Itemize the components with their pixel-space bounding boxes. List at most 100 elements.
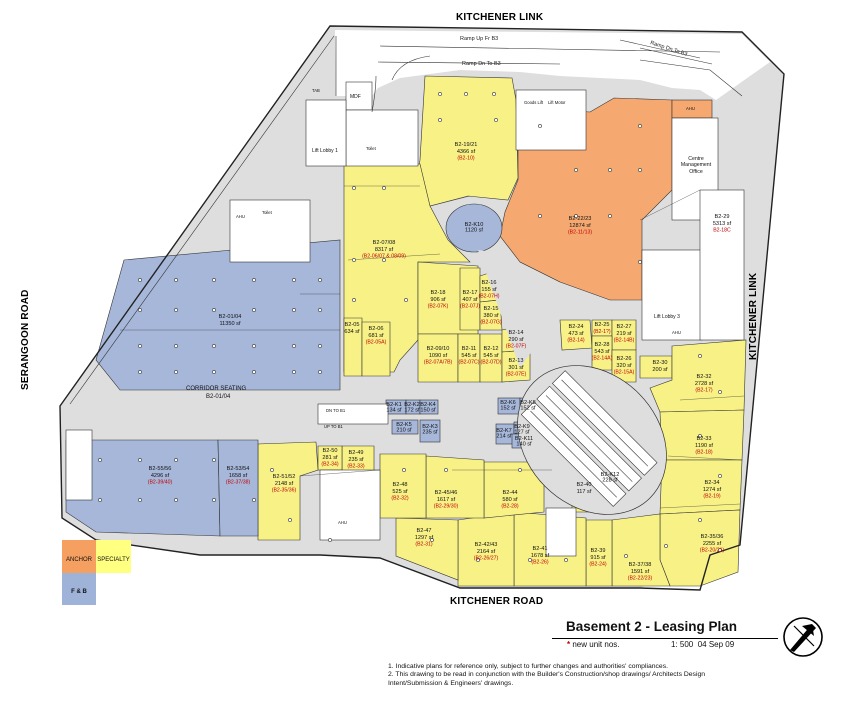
unit-b2-26[interactable]: [611, 349, 637, 383]
unit-id: B2-K7: [496, 428, 512, 434]
unit-area: 150 sf: [420, 408, 436, 414]
unit-area: 2148 sf: [275, 481, 294, 487]
kiosk-b2-k4[interactable]: [419, 399, 439, 415]
inner-wall: [69, 35, 337, 405]
unit-area: 545 sf: [461, 353, 477, 359]
toilet-north-label: Toilet: [366, 146, 377, 151]
unit-id: B2-01/04: [219, 314, 242, 320]
unit-new-number: (B2-19): [703, 494, 721, 500]
kiosk-b2-k5[interactable]: [391, 419, 419, 435]
unit-area: 172 sf: [404, 408, 420, 414]
ahu-south-label: AHU: [338, 520, 347, 525]
plan-title: Basement 2 - Leasing Plan: [566, 619, 738, 634]
unit-id: B2-34: [705, 480, 720, 486]
unit-new-number: (B2-14A): [592, 356, 613, 362]
unit-area: 580 sf: [502, 497, 518, 503]
unit-id: B2-K3: [422, 424, 438, 430]
unit-new-number: (B2-07G): [480, 320, 502, 326]
unit-area: 117 sf: [577, 489, 592, 495]
unit-area: 134 sf: [386, 408, 402, 414]
unit-id: B2-42/43: [475, 542, 498, 548]
unit-area: 473 sf: [568, 331, 584, 337]
unit-area: 155 sf: [481, 287, 497, 293]
unit-area: 915 sf: [590, 555, 606, 561]
date-label: 04 Sep 09: [697, 640, 735, 649]
unit-new-number: (B2-37/38): [226, 480, 251, 486]
toilet-west-label: Toilet: [262, 210, 273, 215]
unit-id: B2-24: [569, 324, 584, 330]
unit-area: 281 sf: [322, 455, 338, 461]
unit-area: 5313 sf: [713, 221, 732, 227]
ramp-curve: [371, 45, 743, 113]
note-2: 2. This drawing to be read in conjunctio…: [388, 671, 706, 679]
unit-area: 140 sf: [516, 442, 532, 448]
unit-b2-06[interactable]: [361, 321, 391, 377]
unit-id: B2-47: [417, 528, 432, 534]
unit-new-number: (B2-14): [567, 338, 585, 344]
structural-grid: [98, 92, 745, 562]
unit-id: B2-K10: [465, 222, 484, 228]
unit-id: B2-39: [591, 548, 606, 554]
unit-area: 681 sf: [368, 333, 384, 339]
unit-b2-53-54[interactable]: [217, 439, 259, 537]
unit-id: B2-K6: [500, 400, 516, 406]
unit-id: B2-06: [369, 326, 384, 332]
unit-b2-29[interactable]: [699, 189, 745, 341]
ramp-down-label: Ramp Dn To B3: [462, 61, 501, 67]
unit-id: B2-48: [393, 482, 408, 488]
unit-area: 219 sf: [616, 331, 632, 337]
unit-area: 1617 sf: [437, 497, 456, 503]
unit-id: B2-K8: [520, 400, 536, 406]
unit-area: 290 sf: [508, 337, 524, 343]
unit-area: 1678 sf: [531, 553, 550, 559]
unit-new-number: (B2-10): [457, 156, 475, 162]
unit-new-number: (B2-28): [501, 504, 519, 510]
ramp-area: [335, 30, 770, 100]
unit-new-number: (B2-31): [415, 542, 433, 548]
unit-area: 12874 sf: [569, 223, 591, 229]
unit-id: B2-15: [484, 306, 499, 312]
unit-id: B2-51/52: [273, 474, 296, 480]
unit-new-number: (B2-35/36): [272, 488, 297, 494]
unit-area: 1090 sf: [429, 353, 448, 359]
unit-area: 214 sf: [496, 434, 512, 440]
unit-area: 1190 sf: [695, 443, 713, 449]
unit-new-number: (B2-26/27): [474, 556, 499, 562]
unit-b2-47[interactable]: [395, 517, 459, 581]
new-units-text: new unit nos.: [572, 640, 620, 649]
unit-new-number: (B2-07J): [460, 304, 480, 310]
unit-id: B2-29: [715, 214, 730, 220]
legend-fb-swatch: [62, 573, 96, 605]
ahu-west-label: AHU: [236, 214, 245, 219]
lift-lobby-1: [305, 99, 347, 167]
unit-id: B2-49: [349, 450, 364, 456]
centre-office-label: Centre Management Office: [680, 156, 712, 175]
unit-b2-k10[interactable]: [445, 203, 503, 253]
unit-new-number: (B2-07H): [478, 294, 499, 300]
note-1: 1. Indicative plans for reference only, …: [388, 663, 668, 670]
unit-new-number: (B2-07C): [458, 360, 479, 366]
kiosk-b2-k3[interactable]: [419, 419, 441, 443]
unit-area: 2164 sf: [477, 549, 496, 555]
unit-area: 301 sf: [508, 365, 524, 371]
